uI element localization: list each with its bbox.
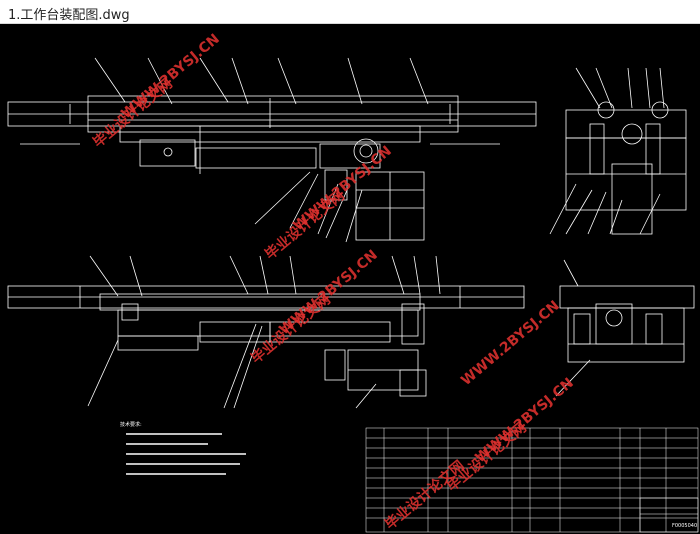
parts-list	[365, 427, 699, 533]
view-cross-section	[555, 259, 695, 397]
view-plan-section	[7, 255, 525, 409]
view-side-section	[549, 67, 687, 235]
drawing-canvas[interactable]: 技术要求: F0005040 毕业设计论文网	[0, 24, 700, 534]
view-front-elevation	[7, 57, 537, 243]
notes-heading: 技术要求:	[120, 421, 142, 428]
window-title: 1.工作台装配图.dwg	[8, 8, 130, 23]
window-title-bar: 1.工作台装配图.dwg	[0, 0, 700, 24]
title-block-code: F0005040	[672, 523, 697, 529]
technical-notes: 技术要求:	[120, 421, 246, 475]
